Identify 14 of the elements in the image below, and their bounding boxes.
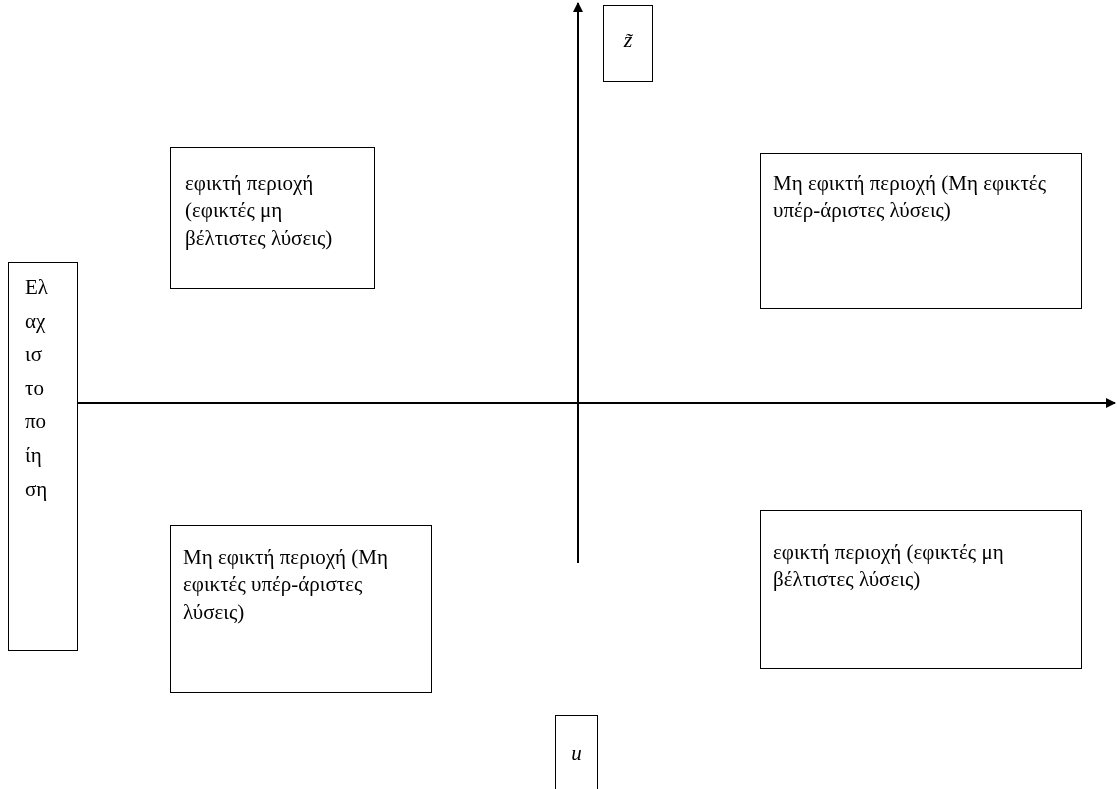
vertical-label-box — [8, 262, 78, 651]
region-label: Μη εφικτή περιοχή (Μη εφικτές υπέρ-άριστες λύσεις) — [183, 544, 389, 626]
variable-box — [555, 715, 598, 789]
region-label: εφικτή περιοχή (εφικτές μη βέλτιστες λύσεις) — [185, 170, 334, 252]
region-label: Μη εφικτή περιοχή (Μη εφικτές υπέρ-άριστες λύσεις) — [773, 170, 1047, 225]
region-box — [170, 147, 375, 289]
vertical-text: Ελαχιστοποίηση — [25, 274, 49, 503]
variable-symbol: z̃ — [622, 26, 634, 54]
variable-symbol: u — [570, 740, 583, 767]
region-box — [170, 525, 432, 693]
variable-box — [603, 5, 653, 82]
region-label: εφικτή περιοχή (εφικτές μη βέλτιστες λύσεις) — [773, 539, 1005, 594]
region-box — [760, 153, 1082, 309]
region-box — [760, 510, 1082, 669]
